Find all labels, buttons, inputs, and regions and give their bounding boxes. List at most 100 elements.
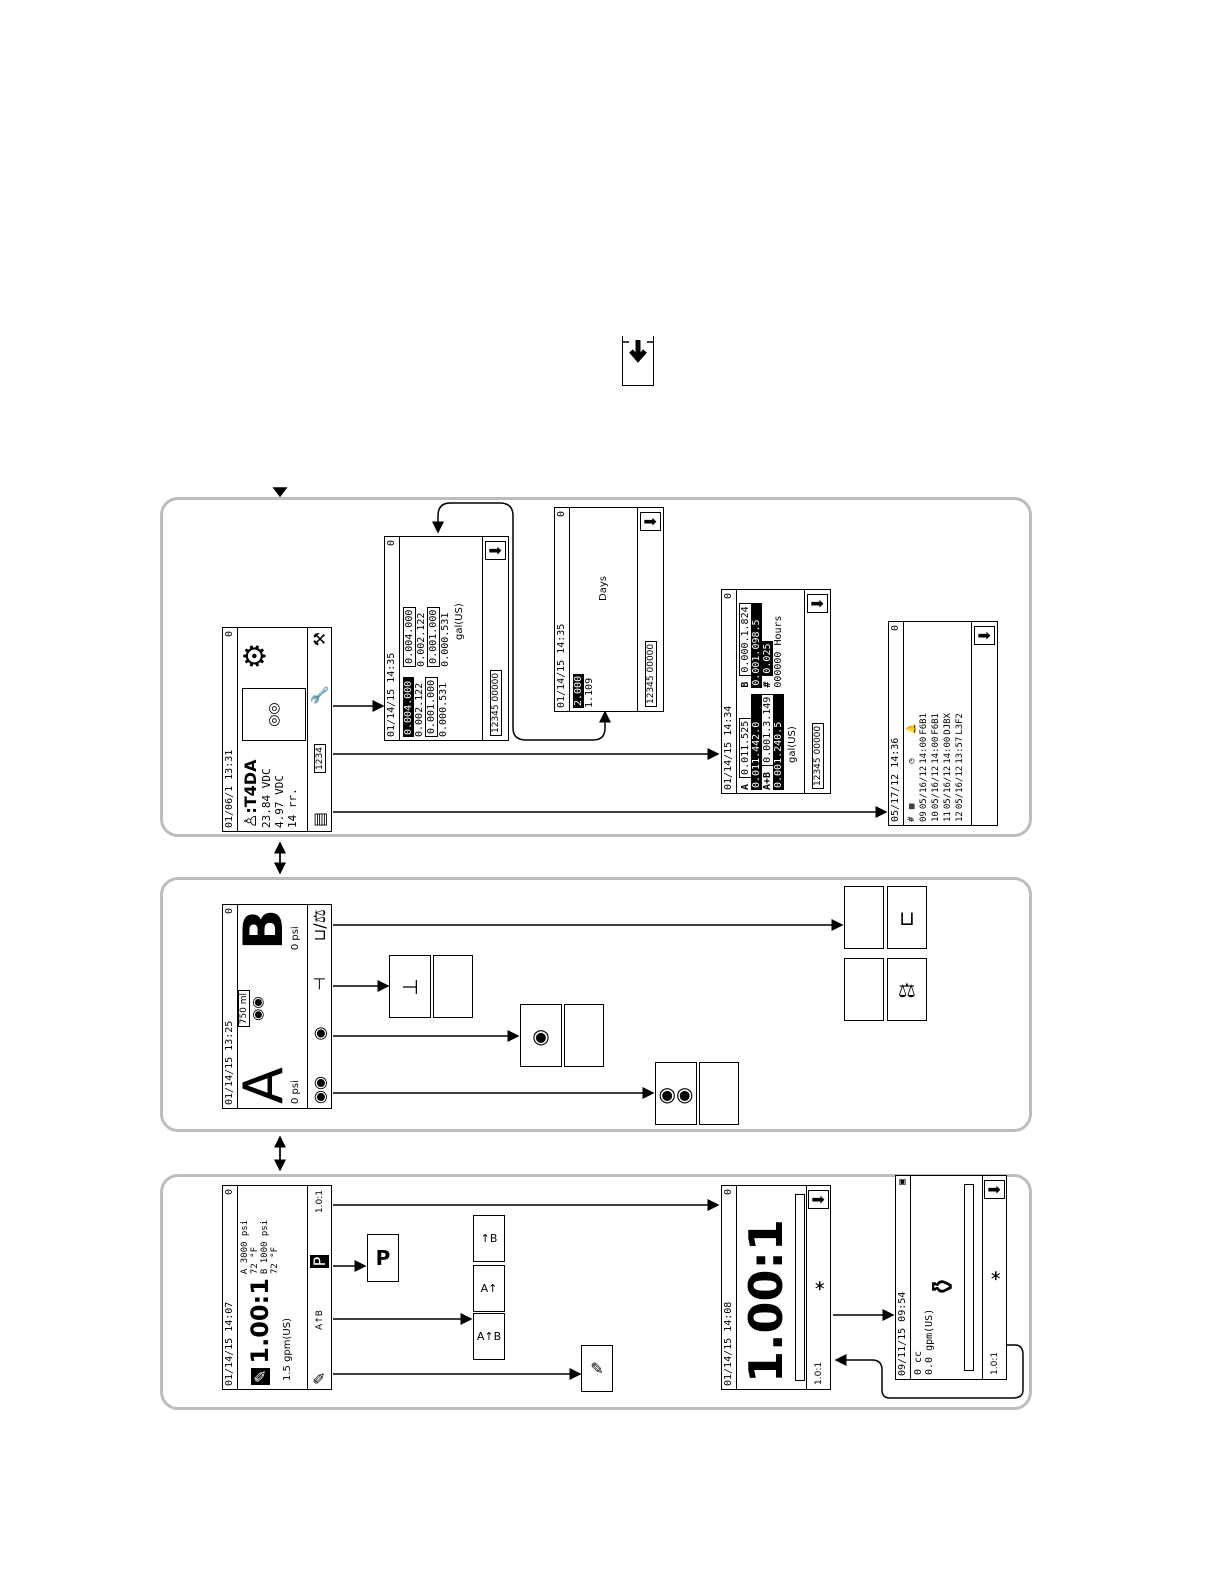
ab-label: A+B [762, 771, 773, 790]
model-label: :T4DA [241, 759, 260, 814]
park-button[interactable]: P [310, 1254, 329, 1269]
temp-b: 72 °F [270, 1246, 280, 1275]
ratio-button[interactable]: 1.0:1 [989, 1351, 1000, 1375]
voltage-1: 23.84 VDC [260, 768, 273, 828]
cup-scale-button[interactable]: ⊔/⚖ [310, 909, 329, 942]
unit-label: gal(US) [787, 726, 798, 763]
timestamp: 01/14/15 14:07 [224, 1301, 235, 1386]
unit-label: gal(US) [454, 603, 465, 640]
status-counter: 0 [386, 540, 397, 547]
spray-gun-icon: ✎ [250, 1367, 270, 1385]
dual-tank-button[interactable]: ◉◉ [310, 1076, 329, 1104]
pressure-b: 1000 psi [260, 1219, 270, 1264]
ab-total-2: 0.001.240.5 [773, 693, 784, 790]
status-counter: 0 [224, 631, 235, 638]
calendar-icon: ▦ [907, 803, 917, 810]
maint-b-3: 0.001.000 [427, 606, 440, 667]
status-counter: 0 [224, 1189, 235, 1196]
status-counter: ▣ [897, 1179, 908, 1186]
gun-value-box [433, 955, 473, 1018]
tank-button[interactable]: ◉ [310, 1026, 329, 1041]
maint-b-2: 0.002.122 [416, 612, 427, 667]
voltage-2: 4.97 VDC [273, 775, 286, 828]
side-a-label: A [232, 1067, 295, 1104]
status-counter: 0 [556, 511, 567, 518]
gauges-icon: ◎◎ [242, 687, 306, 742]
timestamp: 01/14/15 14:34 [723, 705, 734, 790]
temp-a: 72 °F [250, 1246, 260, 1275]
ratio-screen: 01/14/15 14:08 0 1.00:1 1.0:1 ⚹ ⬇ [721, 1185, 831, 1390]
ratio-button[interactable]: 1.0:1 [314, 1190, 325, 1214]
cup-value-box [844, 886, 884, 949]
status-counter: 0 [723, 593, 734, 600]
volume-value: 750 ml [238, 989, 250, 1028]
spray-button[interactable]: ✎ [310, 1371, 329, 1385]
wrench-icon[interactable]: 🔧 [310, 685, 329, 706]
status-counter: 0 [890, 625, 901, 632]
exit-icon[interactable]: ⬇ [808, 1190, 829, 1210]
alarm-icon: 🔔 [907, 723, 917, 735]
maint-a-3: 0.001.000 [425, 676, 438, 737]
calibration-bar [964, 1184, 974, 1371]
scale-value-box [844, 958, 884, 1021]
gun-button[interactable]: ⊣ [310, 976, 329, 991]
maint-a-4: 0.000.531 [438, 682, 449, 737]
status-counter: 0 [723, 1189, 734, 1196]
tools-icon[interactable]: ⚒ [310, 632, 329, 647]
badge: 12345 00000 [489, 669, 502, 736]
spray-icon: ✎ [581, 1345, 613, 1392]
calibration-screen: 09/11/15 09:54▣ 0 cc 0.0 gpm(US) ⚱ 1.0:1… [895, 1175, 1007, 1380]
tank-icon: ◉ [520, 1004, 562, 1067]
cycle-count: 0.025 [762, 641, 773, 676]
timestamp: 01/06/1 13:31 [224, 749, 235, 828]
b-label: B [740, 681, 751, 688]
exit-icon[interactable]: ⬇ [807, 594, 828, 614]
exit-icon[interactable]: ⬇ [485, 541, 506, 561]
reports-icon[interactable]: ▤ [310, 811, 329, 827]
ratio-button[interactable]: 1.0:1 [813, 1361, 824, 1385]
calibrate-icon[interactable]: ⚹ [984, 1270, 1004, 1281]
exit-icon[interactable]: ⬇ [640, 512, 661, 532]
totals-icon[interactable]: 1234 [313, 744, 326, 773]
days-value-1: 2.000 [573, 673, 584, 708]
ratio-bar [795, 1194, 805, 1381]
flow-value: 1.5 gpm(US) [282, 1318, 293, 1381]
ratio-display: 1.00:1 [739, 1219, 793, 1383]
setup-main-screen: 01/06/1 13:31 0 ♙:T4DA 23.84 VDC 4.97 VDC… [222, 627, 332, 832]
timestamp: 01/14/15 14:08 [723, 1301, 734, 1386]
exit-icon[interactable]: ⬇ [984, 1180, 1005, 1200]
a-label: A [740, 783, 751, 790]
dual-tank-icon: ◉◉ [655, 1062, 697, 1125]
timestamp: 05/17/12 14:36 [890, 737, 901, 822]
pressure-a: 3000 psi [240, 1219, 250, 1264]
timestamp: 01/14/15 14:35 [556, 623, 567, 708]
hours-value: 000000 Hours [773, 615, 784, 688]
calibrate-icon[interactable]: ⚹ [808, 1280, 828, 1291]
import-icon[interactable] [622, 336, 654, 386]
maint-a-1: 0.004.000 [403, 676, 414, 737]
maint-a-2: 0.002.122 [414, 682, 425, 737]
side-b-label: B [232, 909, 295, 951]
dual-tank-value-box [699, 1062, 739, 1125]
badge: 12345 00000 [644, 640, 657, 707]
dual-tank-icon: ◉◉ [250, 996, 266, 1021]
scale-icon: ⚖ [887, 958, 927, 1021]
badge: 12345 00000 [811, 722, 824, 789]
park-icon: P [367, 1234, 399, 1282]
atb-button[interactable]: A↑B [314, 1310, 325, 1330]
clock-icon: ◷ [907, 758, 917, 764]
pump-icon: ♙ [241, 813, 260, 828]
atb-icon-3: A↑B [473, 1313, 505, 1360]
exit-icon[interactable]: ⬇ [974, 626, 995, 646]
gun-icon: ⊣ [389, 955, 431, 1018]
tank-value-box [564, 1004, 604, 1067]
